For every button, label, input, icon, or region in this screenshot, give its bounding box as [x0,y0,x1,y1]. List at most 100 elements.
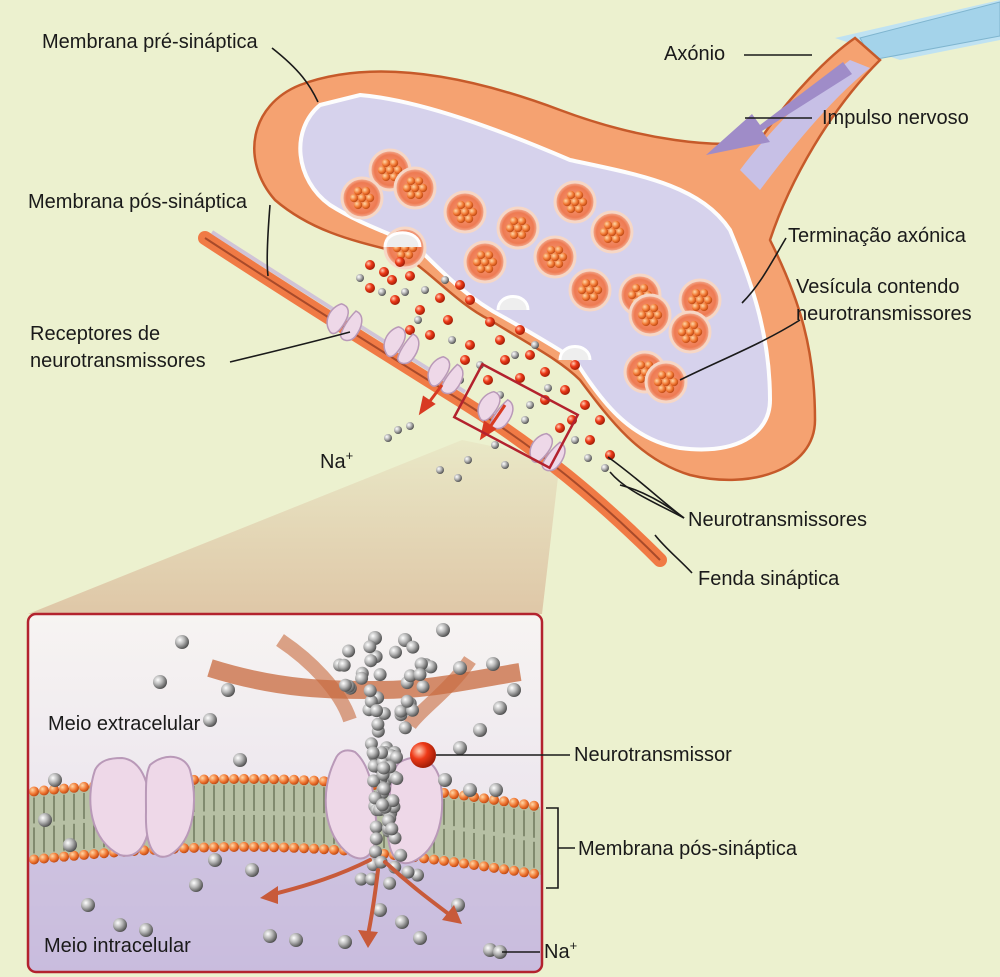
label-membrana-pre-sinaptica: Membrana pré-sináptica [42,31,259,53]
neurotransmitter [390,295,400,305]
phospholipid-head [99,848,109,858]
sodium-ion [406,641,419,654]
phospholipid-head [499,796,509,806]
neurotransmitter [365,283,375,293]
sodium-ion [378,288,386,296]
phospholipid-head [309,776,319,786]
phospholipid-head [479,793,489,803]
phospholipid-head [299,843,309,853]
sodium-ion [364,684,377,697]
phospholipid-head [499,864,509,874]
sodium-ion [413,931,427,945]
sodium-ion [507,683,521,697]
phospholipid-head [279,842,289,852]
neurotransmitter-molecule [410,742,436,768]
neurotransmitter [425,330,435,340]
phospholipid-head [69,851,79,861]
phospholipid-head [29,854,39,864]
sodium-ion [384,434,392,442]
sodium-ion [371,718,384,731]
phospholipid-head [509,866,519,876]
sodium-ion [355,672,368,685]
phospholipid-head [59,784,69,794]
sodium-ion [38,813,52,827]
phospholipid-head [429,855,439,865]
sodium-ion [389,646,402,659]
sodium-ion [370,704,383,717]
neurotransmitter [405,271,415,281]
sodium-ion [501,461,509,469]
phospholipid-head [39,786,49,796]
sodium-ion [584,454,592,462]
label-meio-extracelular: Meio extracelular [48,713,201,735]
phospholipid-head [529,801,539,811]
sodium-ion [441,276,449,284]
sodium-ion [342,645,355,658]
phospholipid-head [279,774,289,784]
sodium-ion [189,878,203,892]
sodium-ion [364,654,377,667]
sodium-ion [493,701,507,715]
sodium-ion [453,661,467,675]
neurotransmitter [435,293,445,303]
neurotransmitter [580,400,590,410]
sodium-ion [473,723,487,737]
sodium-ion [263,929,277,943]
sodium-ion [436,466,444,474]
phospholipid-head [219,842,229,852]
phospholipid-head [219,774,229,784]
phospholipid-head [479,861,489,871]
sodium-ion [399,721,412,734]
phospholipid-head [229,774,239,784]
sodium-ion [454,474,462,482]
phospholipid-head [89,849,99,859]
sodium-ion [395,915,409,929]
phospholipid-head [469,860,479,870]
phospholipid-head [259,842,269,852]
sodium-ion [376,798,389,811]
sodium-ion [417,680,430,693]
phospholipid-head [249,774,259,784]
sodium-ion [463,783,477,797]
sodium-ion [385,822,398,835]
neurotransmitter [570,360,580,370]
sodium-ion [81,898,95,912]
label-receptores-line2: neurotransmissores [30,350,206,372]
label-fenda-sinaptica: Fenda sináptica [698,568,840,590]
sodium-ion [363,640,376,653]
sodium-ion [374,668,387,681]
sodium-ion [571,436,579,444]
phospholipid-head [289,843,299,853]
neurotransmitter [500,355,510,365]
phospholipid-head [449,789,459,799]
phospholipid-head [329,845,339,855]
phospholipid-head [39,854,49,864]
phospholipid-head [199,843,209,853]
phospholipid-head [299,775,309,785]
sodium-ion [544,384,552,392]
sodium-ion [401,288,409,296]
neurotransmitter [415,305,425,315]
sodium-ion [383,877,396,890]
phospholipid-head [79,782,89,792]
sodium-ion [421,286,429,294]
sodium-ion [464,456,472,464]
neurotransmitter [495,335,505,345]
sodium-ion [401,695,414,708]
phospholipid-head [209,842,219,852]
sodium-ion [491,441,499,449]
sodium-ion [370,821,383,834]
sodium-ion [377,762,390,775]
sodium-ion [356,274,364,282]
label-terminacao-axonica: Terminação axónica [788,225,967,247]
phospholipid-head [79,850,89,860]
sodium-ion [489,783,503,797]
phospholipid-head [49,853,59,863]
label-axonio: Axónio [664,43,725,65]
phospholipid-head [289,775,299,785]
sodium-ion [48,773,62,787]
sodium-ion [390,772,403,785]
phospholipid-head [239,842,249,852]
label-membrana-pos-sinaptica-inset: Membrana pós-sináptica [578,838,798,860]
